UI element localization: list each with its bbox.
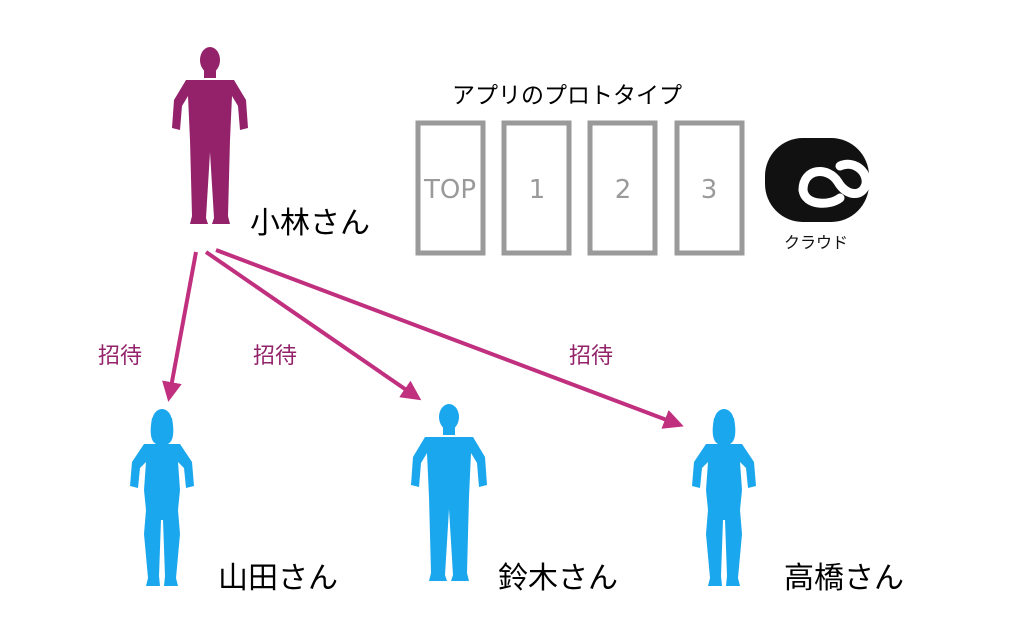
invite-arrow-suzuki	[204, 250, 422, 401]
screen-card: 1	[501, 120, 572, 256]
invitee-takahashi-person-icon	[692, 409, 756, 586]
invitee-name-takahashi: 高橋さん	[784, 561, 904, 596]
screen-card: 2	[587, 120, 658, 256]
invitee-yamada-person-icon	[130, 409, 194, 586]
creative-cloud-icon	[765, 138, 871, 222]
screen-label: TOP	[423, 175, 476, 205]
invitee-name-suzuki: 鈴木さん	[498, 561, 618, 596]
invite-label-yamada: 招待	[98, 344, 143, 369]
prototype-screens: TOP 1 2 3	[415, 120, 745, 256]
invite-label-takahashi: 招待	[569, 344, 614, 369]
screen-label: 1	[529, 175, 546, 205]
invite-arrow-takahashi	[215, 248, 684, 429]
invite-label-suzuki: 招待	[253, 344, 298, 369]
screen-label: 2	[615, 175, 632, 205]
invite-arrow-yamada	[162, 251, 198, 402]
invitee-suzuki-person-icon	[411, 404, 487, 581]
invite-arrows	[162, 248, 684, 429]
owner-name: 小林さん	[250, 206, 370, 241]
screen-card: TOP	[415, 120, 486, 256]
screen-label: 3	[701, 175, 718, 205]
prototype-title: アプリのプロトタイプ	[452, 83, 682, 109]
screen-card: 3	[674, 120, 745, 256]
owner-person-icon	[172, 47, 248, 224]
invitee-name-yamada: 山田さん	[218, 561, 338, 596]
cloud-caption: クラウド	[784, 233, 849, 252]
